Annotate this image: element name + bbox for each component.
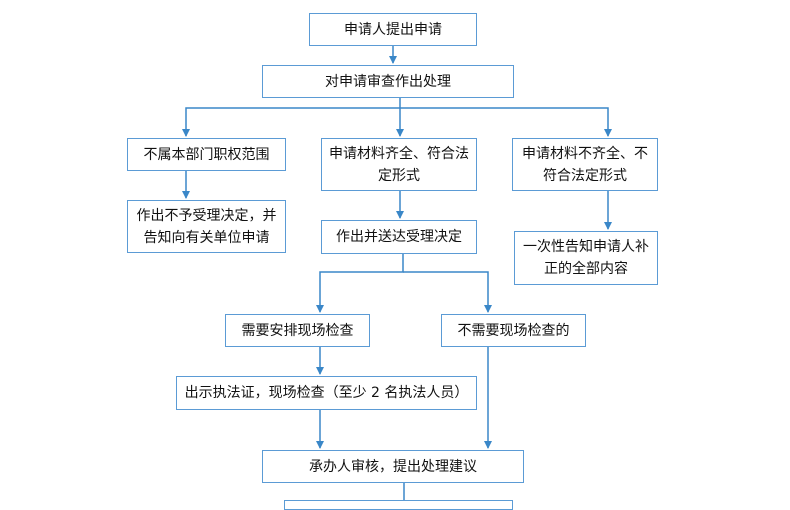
node-out-of-scope-label: 不属本部门职权范围 (143, 146, 270, 163)
node-handler-review-label: 承办人审核，提出处理建议 (309, 458, 477, 475)
node-reject-notice-label: 作出不予受理决定，并告知向有关单位申请 (136, 207, 277, 246)
node-next-step (284, 500, 513, 510)
node-need-inspection: 需要安排现场检查 (225, 314, 370, 347)
node-incomplete: 申请材料不齐全、不符合法定形式 (512, 138, 658, 191)
node-accept-decision: 作出并送达受理决定 (321, 220, 477, 254)
node-review-label: 对申请审查作出处理 (325, 73, 451, 90)
arrow-review-to-out-of-scope (182, 107, 400, 137)
arrow-accept-to-need-inspection (316, 254, 404, 313)
node-apply: 申请人提出申请 (309, 13, 477, 46)
node-no-inspection-label: 不需要现场检查的 (457, 322, 570, 339)
node-incomplete-label: 申请材料不齐全、不符合法定形式 (522, 145, 648, 184)
node-need-inspection-label: 需要安排现场检查 (241, 322, 354, 339)
arrow-accept-to-no-inspection (403, 271, 492, 313)
node-show-license: 出示执法证，现场检查（至少 2 名执法人员） (176, 376, 477, 410)
node-apply-label: 申请人提出申请 (344, 21, 442, 38)
node-complete: 申请材料齐全、符合法定形式 (321, 138, 477, 191)
node-no-inspection: 不需要现场检查的 (441, 314, 586, 347)
node-one-time-notice-label: 一次性告知申请人补正的全部内容 (523, 239, 649, 277)
arrow-review-to-incomplete (400, 107, 612, 137)
node-review: 对申请审查作出处理 (262, 65, 514, 98)
node-complete-label: 申请材料齐全、符合法定形式 (329, 145, 469, 184)
node-one-time-notice: 一次性告知申请人补正的全部内容 (514, 231, 658, 285)
node-reject-notice: 作出不予受理决定，并告知向有关单位申请 (127, 200, 286, 253)
node-show-license-label: 出示执法证，现场检查（至少 2 名执法人员） (184, 385, 469, 401)
node-handler-review: 承办人审核，提出处理建议 (262, 450, 524, 483)
node-accept-decision-label: 作出并送达受理决定 (336, 229, 462, 245)
node-out-of-scope: 不属本部门职权范围 (127, 138, 286, 171)
